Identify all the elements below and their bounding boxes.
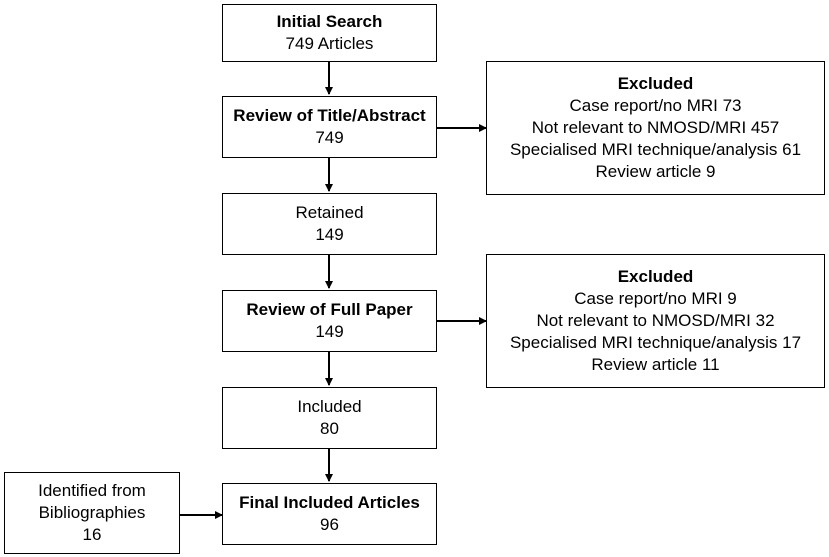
review-title-abstract-title: Review of Title/Abstract bbox=[233, 106, 426, 125]
excluded-box-2: Excluded Case report/no MRI 9 Not releva… bbox=[486, 254, 825, 388]
bibliographies-line: Bibliographies bbox=[38, 503, 146, 522]
excluded-1-line: Not relevant to NMOSD/MRI 457 bbox=[531, 118, 780, 137]
final-included-count: 96 bbox=[320, 515, 339, 534]
bibliographies-box: Identified from Bibliographies 16 bbox=[4, 472, 180, 554]
excluded-2-line: Not relevant to NMOSD/MRI 32 bbox=[536, 311, 775, 330]
excluded-1-line: Review article 9 bbox=[595, 162, 716, 181]
bibliographies-count: 16 bbox=[82, 525, 102, 544]
retained-title: Retained bbox=[295, 203, 364, 222]
excluded-box-1: Excluded Case report/no MRI 73 Not relev… bbox=[486, 61, 825, 195]
initial-search-count: 749 Articles bbox=[285, 34, 374, 53]
final-included-title: Final Included Articles bbox=[239, 493, 420, 512]
review-title-abstract-count: 749 bbox=[315, 128, 344, 147]
excluded-1-line: Case report/no MRI 73 bbox=[569, 96, 742, 115]
included-box: Included 80 bbox=[222, 387, 437, 449]
review-full-paper-box: Review of Full Paper 149 bbox=[222, 290, 437, 352]
final-included-box: Final Included Articles 96 bbox=[222, 483, 437, 545]
excluded-2-title: Excluded bbox=[617, 267, 694, 286]
included-title: Included bbox=[297, 397, 362, 416]
included-count: 80 bbox=[320, 419, 339, 438]
excluded-1-title: Excluded bbox=[617, 74, 694, 93]
excluded-2-line: Review article 11 bbox=[591, 355, 720, 374]
excluded-1-line: Specialised MRI technique/analysis 61 bbox=[509, 140, 802, 159]
initial-search-box: Initial Search 749 Articles bbox=[222, 4, 437, 62]
review-title-abstract-box: Review of Title/Abstract 749 bbox=[222, 96, 437, 158]
review-full-paper-title: Review of Full Paper bbox=[246, 300, 413, 319]
excluded-2-line: Case report/no MRI 9 bbox=[574, 289, 737, 308]
initial-search-title: Initial Search bbox=[276, 12, 383, 31]
review-full-paper-count: 149 bbox=[315, 322, 344, 341]
retained-box: Retained 149 bbox=[222, 193, 437, 255]
excluded-2-line: Specialised MRI technique/analysis 17 bbox=[509, 333, 802, 352]
bibliographies-line: Identified from bbox=[38, 481, 146, 500]
retained-count: 149 bbox=[315, 225, 344, 244]
